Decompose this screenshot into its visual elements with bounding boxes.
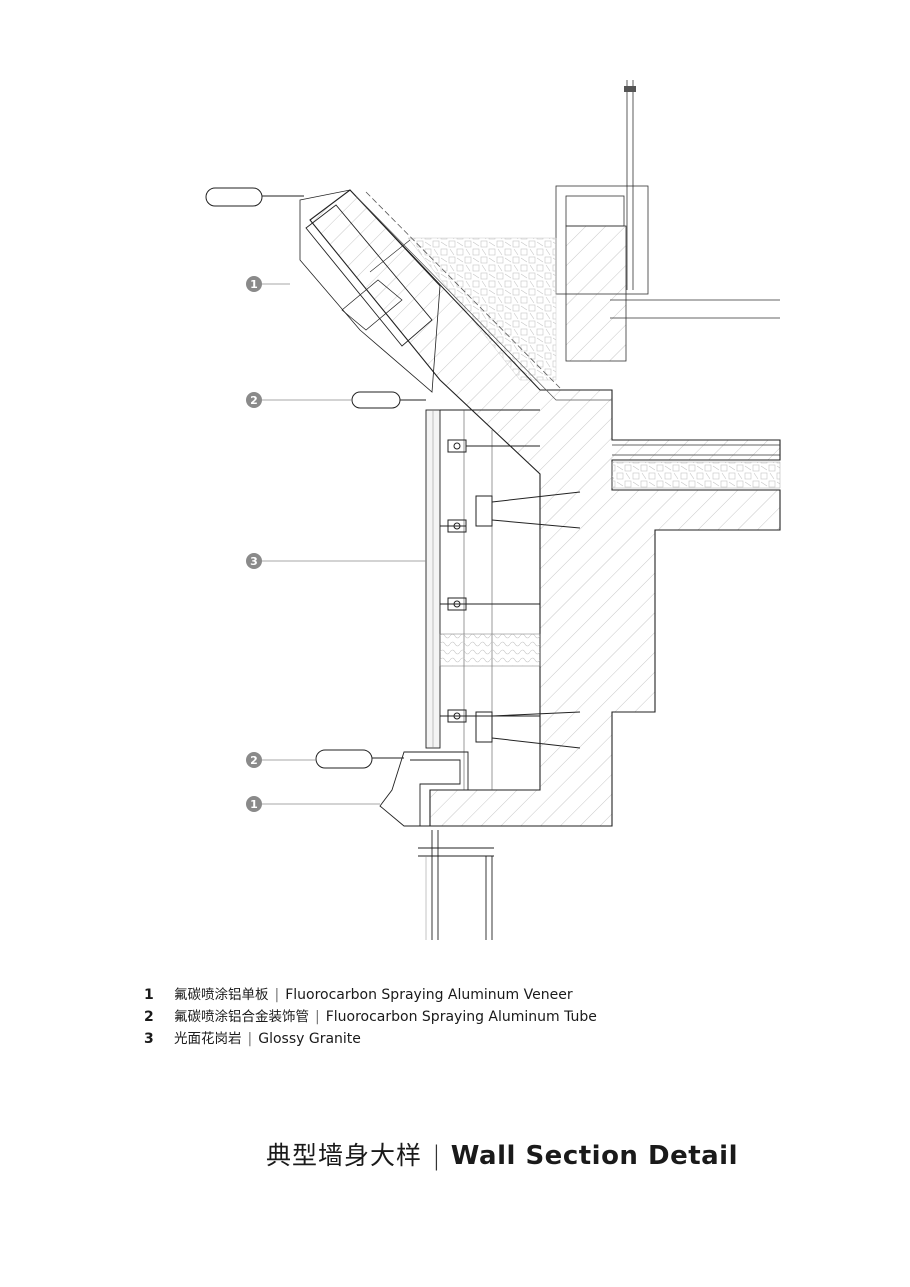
callouts: 1 2 3 2 1	[246, 276, 426, 812]
legend-en-label: Glossy Granite	[258, 1031, 361, 1047]
svg-text:2: 2	[250, 754, 258, 767]
legend-number: 3	[144, 1031, 154, 1047]
bracket-e	[440, 709, 540, 723]
drawing-title: 典型墙身大样 | Wall Section Detail	[266, 1136, 738, 1172]
legend-item: 1 氟碳喷涂铝单板 | Fluorocarbon Spraying Alumin…	[144, 984, 597, 1006]
legend-zh-label: 氟碳喷涂铝单板	[174, 987, 269, 1003]
legend-separator: |	[315, 1009, 320, 1025]
legend-item: 3 光面花岗岩 | Glossy Granite	[144, 1028, 597, 1050]
svg-text:1: 1	[250, 798, 258, 811]
legend-number: 1	[144, 987, 154, 1003]
floor-slab-layers	[611, 444, 781, 489]
granite-cladding	[425, 409, 541, 790]
bracket-c	[440, 519, 467, 533]
callout-1-top: 1	[246, 276, 290, 292]
sloped-canopy	[299, 189, 781, 827]
bracket-a	[447, 439, 540, 453]
svg-text:1: 1	[250, 278, 258, 291]
tube-low	[315, 749, 373, 769]
legend-separator: |	[247, 1031, 253, 1047]
legend-item: 2 氟碳喷涂铝合金装饰管 | Fluorocarbon Spraying Alu…	[144, 1006, 597, 1028]
legend-zh-label: 氟碳喷涂铝合金装饰管	[174, 1009, 309, 1025]
legend-en-label: Fluorocarbon Spraying Aluminum Tube	[325, 1009, 597, 1025]
callout-1-bottom: 1	[246, 796, 380, 812]
title-en: Wall Section Detail	[450, 1141, 739, 1171]
wall-section-drawing: 1 2 3 2 1	[205, 80, 781, 940]
lower-soffit	[379, 751, 494, 940]
callout-2-top: 2	[246, 392, 352, 408]
svg-text:3: 3	[250, 555, 258, 568]
legend-zh-label: 光面花岗岩	[174, 1031, 242, 1047]
legend-separator: |	[274, 987, 280, 1003]
fixing-brackets	[440, 439, 581, 749]
title-separator: |	[432, 1141, 441, 1171]
legend-number: 2	[144, 1009, 154, 1025]
callout-3: 3	[246, 553, 426, 569]
aluminum-tubes	[205, 187, 426, 769]
bracket-b	[475, 491, 581, 529]
material-legend: 1 氟碳喷涂铝单板 | Fluorocarbon Spraying Alumin…	[144, 984, 597, 1050]
callout-2-bottom: 2	[246, 752, 316, 768]
roof-slab	[555, 80, 780, 362]
tube-top	[205, 187, 263, 207]
svg-text:2: 2	[250, 394, 258, 407]
tube-mid	[351, 391, 401, 409]
bracket-f	[475, 711, 581, 749]
title-zh: 典型墙身大样	[266, 1141, 423, 1170]
bracket-d	[440, 597, 540, 611]
legend-en-label: Fluorocarbon Spraying Aluminum Veneer	[285, 987, 573, 1003]
